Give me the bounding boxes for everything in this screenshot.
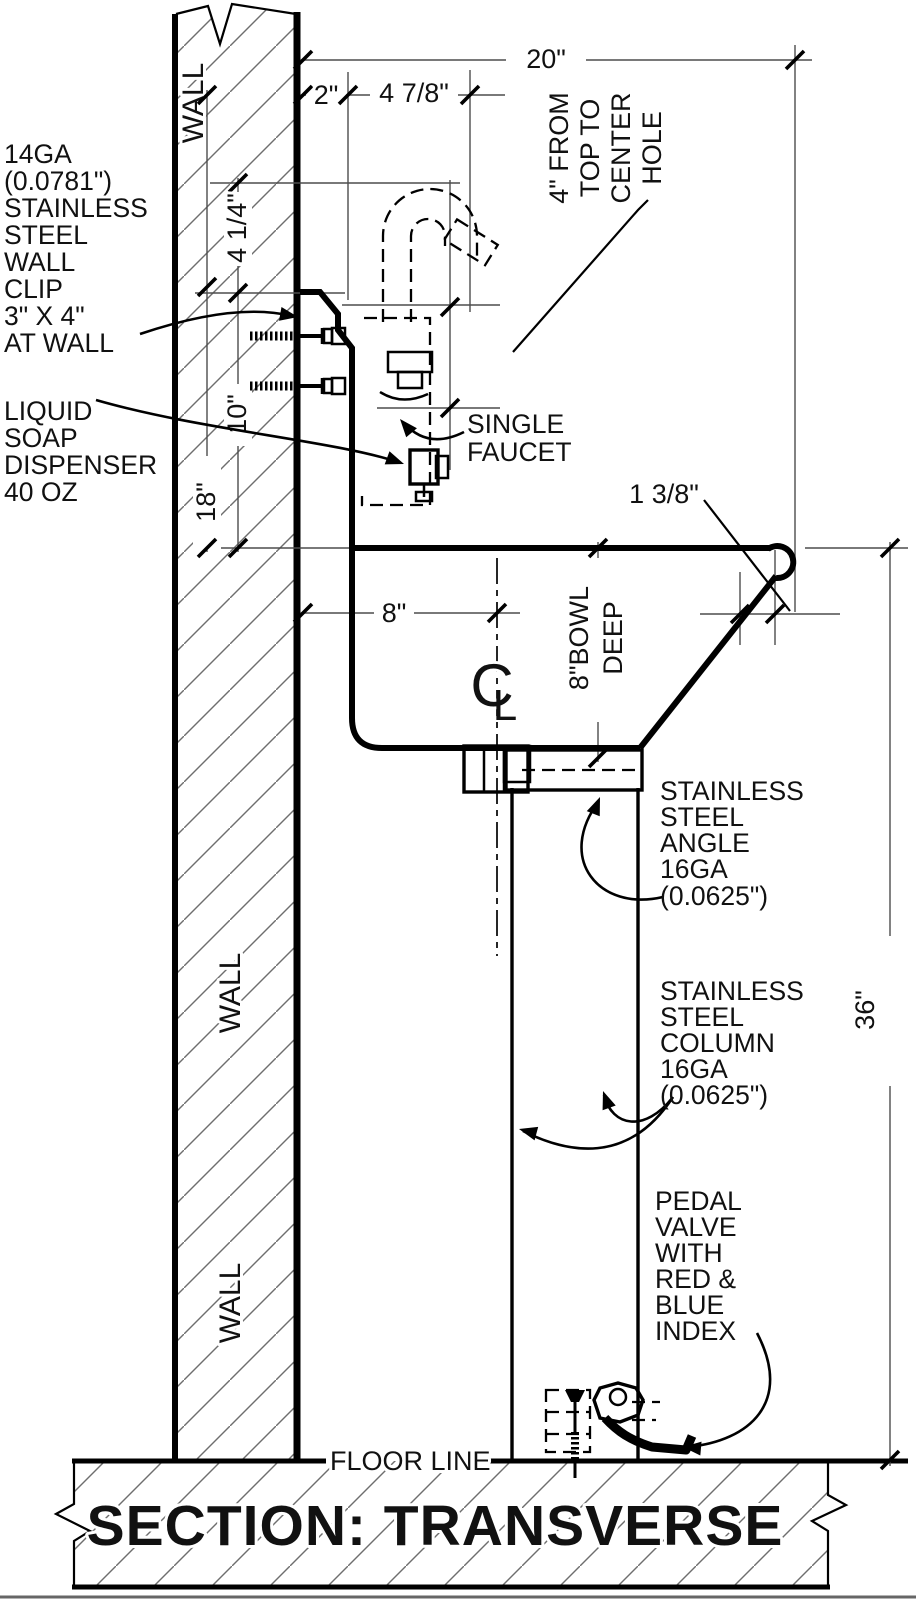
note-ss-column: STAINLESS STEEL COLUMN 16GA (0.0625") xyxy=(660,976,804,1110)
note-wall-clip: 14GA (0.0781") STAINLESS STEEL WALL CLIP… xyxy=(4,139,148,358)
note-pedal-valve: PEDAL VALVE WITH RED & BLUE INDEX xyxy=(655,1186,742,1346)
centerline-symbol-l: L xyxy=(493,681,517,730)
note-faucet-1: SINGLE xyxy=(467,409,564,439)
note-angle-5: (0.0625") xyxy=(660,881,768,911)
note-wall-clip-8: AT WALL xyxy=(4,328,114,358)
lag-screw-top xyxy=(250,326,347,346)
wall-label-bottom: WALL xyxy=(214,1263,247,1344)
note-pedal-5: BLUE xyxy=(655,1290,724,1320)
note-pedal-4: RED & xyxy=(655,1264,736,1294)
note-hole-line2: TOP TO xyxy=(575,99,605,198)
dim-rim-roll: 1 3/8" xyxy=(629,479,699,509)
dim-clip-setback: 2" xyxy=(314,80,339,110)
dim-faucet-setback: 4 7/8" xyxy=(379,78,449,108)
note-angle-2: STEEL xyxy=(660,802,744,832)
note-pedal-2: VALVE xyxy=(655,1212,737,1242)
floor-slab: FLOOR LINE SECTION: TRANSVERSE xyxy=(0,1443,916,1599)
drawing-title: SECTION: TRANSVERSE xyxy=(87,1494,784,1558)
faucet-valve-detail xyxy=(379,350,434,401)
note-pedal-1: PEDAL xyxy=(655,1186,742,1216)
dim-clip-height: 4 1/4" xyxy=(222,193,252,263)
wall-label-top: WALL xyxy=(177,63,210,144)
note-ss-angle: STAINLESS STEEL ANGLE 16GA (0.0625") xyxy=(660,776,804,911)
note-wall-clip-6: CLIP xyxy=(4,274,63,304)
centerline-symbol-c: C xyxy=(470,652,513,719)
note-wall-clip-7: 3" X 4" xyxy=(4,301,85,331)
note-wall-clip-1: 14GA xyxy=(4,139,72,169)
lag-screw-bottom xyxy=(250,376,347,396)
dim-drain-offset: 8" xyxy=(382,598,407,628)
note-column-5: (0.0625") xyxy=(660,1080,768,1110)
centerline: C L xyxy=(467,558,517,956)
note-hole-line3: CENTER xyxy=(606,92,636,203)
note-hole-line4: HOLE xyxy=(637,111,667,185)
soap-valve-detail xyxy=(408,448,450,503)
wall-section: WALL WALL WALL xyxy=(172,2,301,1461)
dim-bowl-depth-2: DEEP xyxy=(598,601,628,675)
drain-and-angle xyxy=(462,744,644,794)
anchor-screw xyxy=(565,1390,585,1478)
note-angle-1: STAINLESS xyxy=(660,776,804,806)
note-column-3: COLUMN xyxy=(660,1028,775,1058)
pedestal-column xyxy=(510,788,640,1460)
note-wall-clip-5: WALL xyxy=(4,247,75,277)
note-faucet-2: FAUCET xyxy=(467,437,572,467)
note-column-2: STEEL xyxy=(660,1002,744,1032)
floor-line-label: FLOOR LINE xyxy=(330,1446,491,1476)
dim-height-36: 36" xyxy=(850,990,880,1030)
note-wall-clip-2: (0.0781") xyxy=(4,166,112,196)
note-wall-clip-4: STEEL xyxy=(4,220,88,250)
note-column-4: 16GA xyxy=(660,1054,728,1084)
dim-bowl-depth-1: 8"BOWL xyxy=(564,586,594,690)
wall-label-mid: WALL xyxy=(214,953,247,1034)
note-soap-4: 40 OZ xyxy=(4,477,78,507)
note-column-1: STAINLESS xyxy=(660,976,804,1006)
note-soap-2: SOAP xyxy=(4,423,78,453)
dim-eighteen: 18" xyxy=(191,482,221,522)
sink-profile xyxy=(300,289,797,751)
pedal-valve-assembly xyxy=(544,1381,697,1478)
faucet-aerator xyxy=(442,217,500,267)
note-hole-line1: 4" FROM xyxy=(544,92,574,204)
note-single-faucet: SINGLE FAUCET xyxy=(467,409,572,467)
note-pedal-3: WITH xyxy=(655,1238,723,1268)
note-angle-4: 16GA xyxy=(660,854,728,884)
note-pedal-6: INDEX xyxy=(655,1316,736,1346)
note-soap-1: LIQUID xyxy=(4,396,92,426)
leader-arrows xyxy=(95,306,772,1456)
dim-overall-width: 20" xyxy=(526,44,566,74)
note-angle-3: ANGLE xyxy=(660,828,750,858)
note-wall-clip-3: STAINLESS xyxy=(4,193,148,223)
wall-clip-screws xyxy=(250,326,347,396)
note-soap-3: DISPENSER xyxy=(4,450,157,480)
faucet-gooseneck xyxy=(360,187,500,507)
note-soap-dispenser: LIQUID SOAP DISPENSER 40 OZ xyxy=(4,396,157,507)
